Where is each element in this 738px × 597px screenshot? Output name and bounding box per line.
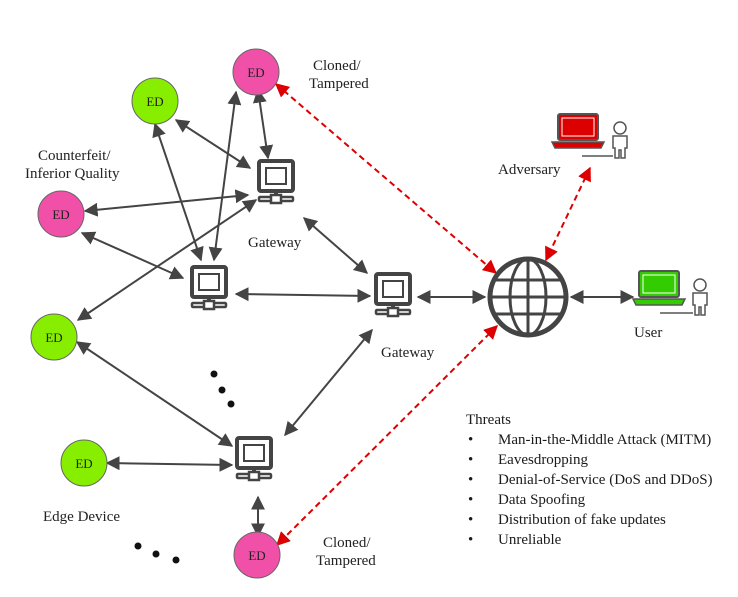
threat-item: Man-in-the-Middle Attack (MITM) <box>466 430 736 450</box>
edge-device-label: ED <box>247 65 264 80</box>
edge-device-circle <box>232 48 280 96</box>
user-person-icon <box>692 278 708 316</box>
link <box>105 456 234 472</box>
edge-device-label: Edge Device <box>43 509 120 525</box>
edge-device-circle <box>37 190 85 238</box>
link <box>302 217 369 274</box>
edge-device-label: ED <box>146 94 163 109</box>
threats-title: Threats <box>466 412 511 428</box>
link <box>208 90 242 262</box>
adversary-person-icon <box>612 121 628 159</box>
adversary-label: Adversary <box>498 162 561 178</box>
counterfeit-label: Counterfeit/Inferior Quality <box>25 148 120 182</box>
threat-item: Data Spoofing <box>466 490 736 510</box>
threat-item: Unreliable <box>466 530 736 550</box>
edge-device-circle <box>131 77 179 125</box>
globe-icon[interactable] <box>487 256 569 338</box>
gateway-label-top: Gateway <box>248 235 302 251</box>
link <box>80 231 185 280</box>
user-label: User <box>634 325 662 341</box>
edge-device-node-legit[interactable]: ED <box>30 313 78 361</box>
threat-item: Distribution of fake updates <box>466 510 736 530</box>
edge-device-label: ED <box>52 207 69 222</box>
gateway-icon[interactable] <box>257 159 295 205</box>
link <box>75 341 234 447</box>
cloned-label-top: Cloned/Tampered <box>309 58 369 92</box>
edge-device-label: ED <box>75 456 92 471</box>
threat-item: Eavesdropping <box>466 450 736 470</box>
edge-device-node-legit[interactable]: ED <box>60 439 108 487</box>
edge-device-node-cloned[interactable]: ED <box>232 48 280 96</box>
gateway-icon[interactable] <box>190 265 228 311</box>
link <box>76 199 258 321</box>
threat-link <box>274 83 498 274</box>
user-laptop-icon[interactable] <box>631 270 687 306</box>
link <box>234 287 372 303</box>
gateway-label-right: Gateway <box>381 345 435 361</box>
edge-device-node-legit[interactable]: ED <box>131 77 179 125</box>
link <box>83 189 250 217</box>
threat-link <box>545 166 591 262</box>
gateway-icon[interactable] <box>235 436 273 482</box>
threats-list: Man-in-the-Middle Attack (MITM) Eavesdro… <box>466 430 736 550</box>
threats-panel: Threats Man-in-the-Middle Attack (MITM) … <box>466 410 736 550</box>
edge-device-node-counterfeit[interactable]: ED <box>37 190 85 238</box>
link <box>174 119 252 169</box>
more-devices-ellipsis <box>134 370 235 564</box>
edge-device-label: ED <box>248 548 265 563</box>
threat-links <box>274 83 591 546</box>
edge-device-circle <box>233 531 281 579</box>
threat-link <box>276 325 498 546</box>
adversary-laptop-icon[interactable] <box>550 113 606 149</box>
edge-device-circle <box>60 439 108 487</box>
edge-device-circle <box>30 313 78 361</box>
cloned-label-bottom: Cloned/Tampered <box>316 535 376 569</box>
gateway-icon[interactable] <box>374 272 412 318</box>
threat-item: Denial-of-Service (DoS and DDoS) <box>466 470 736 490</box>
link <box>284 328 373 437</box>
edge-device-label: ED <box>45 330 62 345</box>
edge-device-node-cloned[interactable]: ED <box>233 531 281 579</box>
link <box>152 122 204 262</box>
link <box>252 88 274 160</box>
